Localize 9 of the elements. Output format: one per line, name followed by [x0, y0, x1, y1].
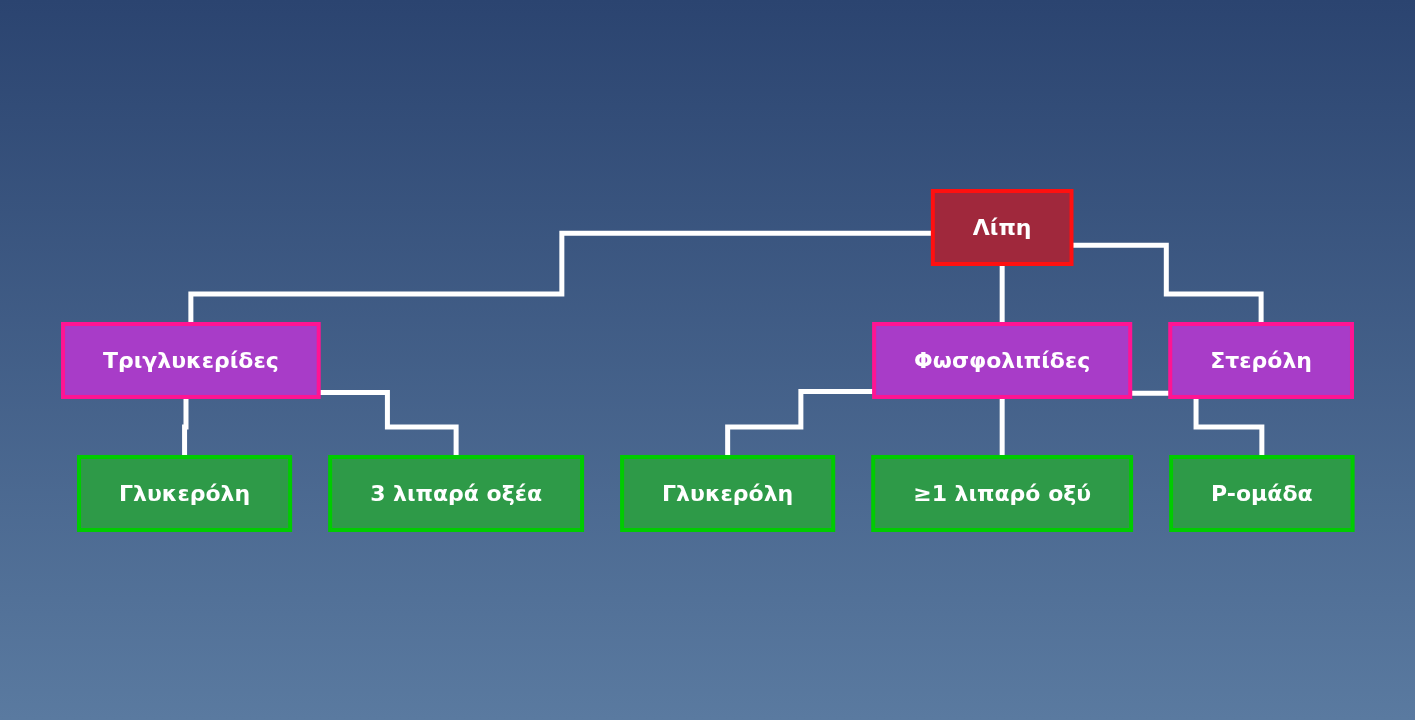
node-box: Τριγλυκερίδες — [60, 321, 321, 399]
node-box: Στερόλη — [1167, 321, 1354, 399]
node-box: P-ομάδα — [1168, 454, 1355, 532]
node-box: Γλυκερόλη — [76, 454, 292, 532]
node-box: ≥1 λιπαρό οξύ — [870, 454, 1133, 532]
node-box: Φωσφολιπίδες — [871, 321, 1132, 399]
node-box: Λίπη — [930, 188, 1074, 266]
node-box: 3 λιπαρά οξέα — [327, 454, 584, 532]
node-box: Γλυκερόλη — [619, 454, 835, 532]
